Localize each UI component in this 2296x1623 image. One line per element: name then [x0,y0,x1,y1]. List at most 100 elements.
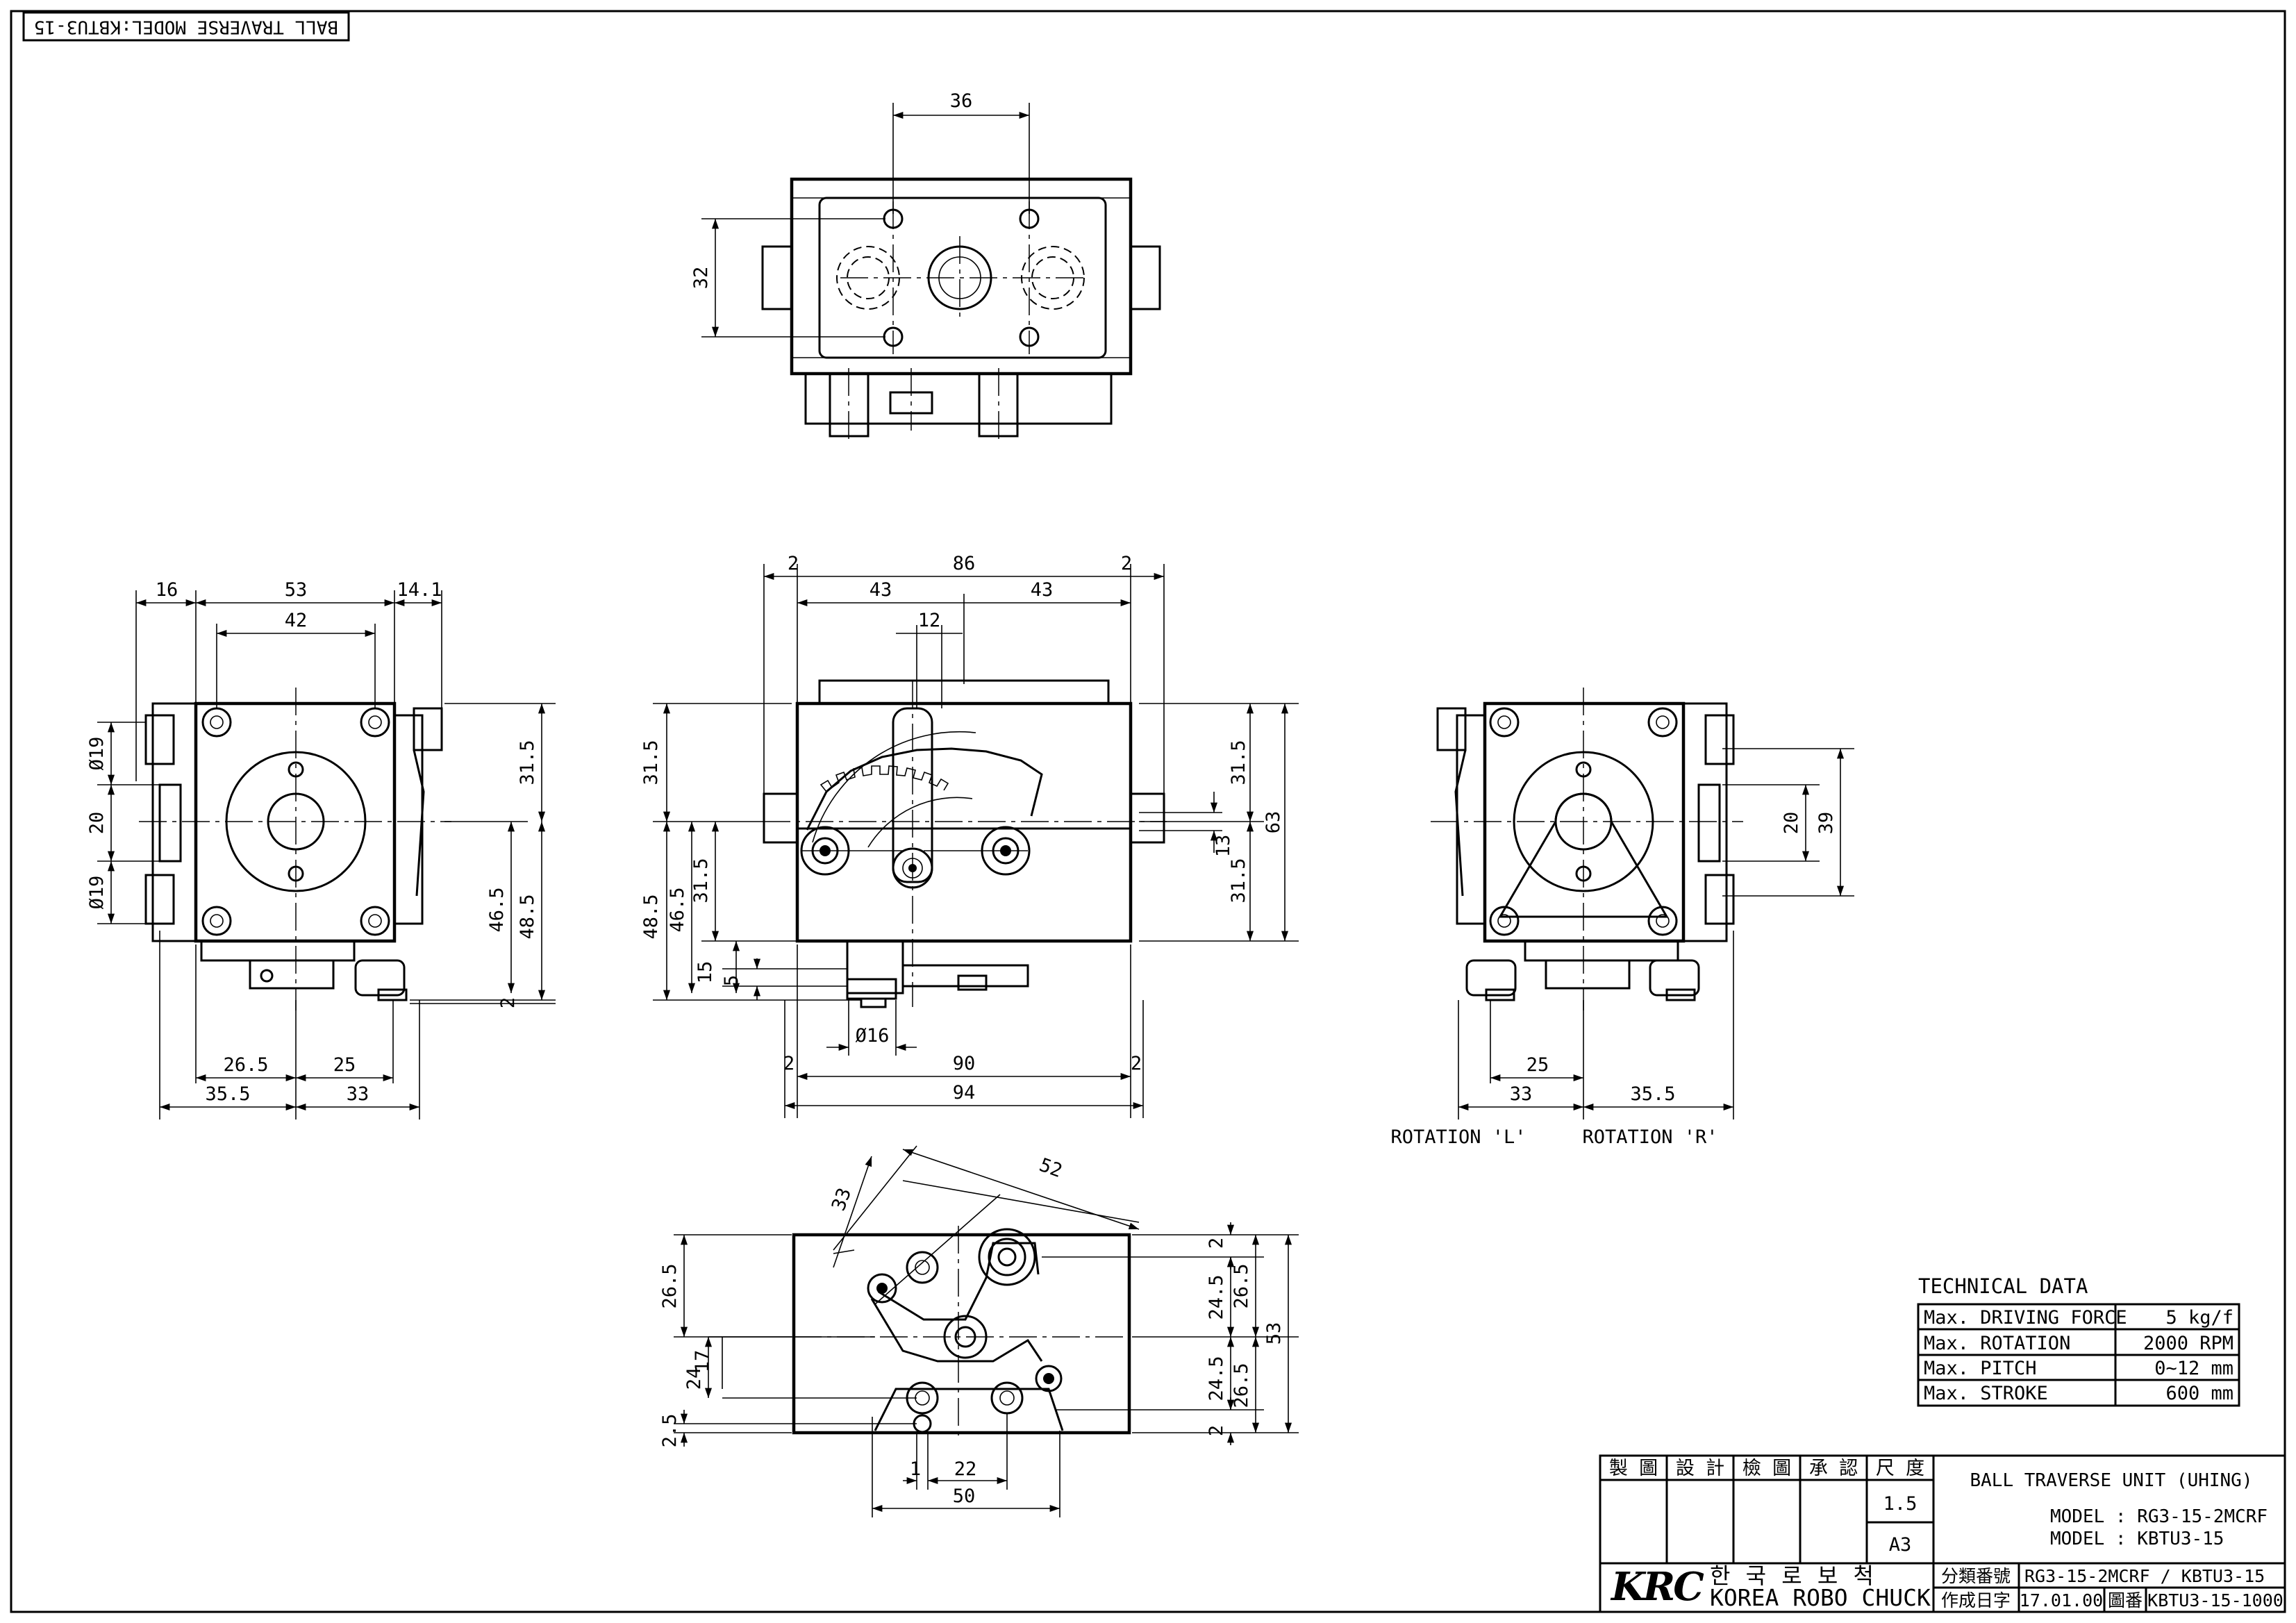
dim-left-b: 46.5 [667,887,688,932]
dim-right-gap: 2 [1121,553,1132,574]
dim-height: 32 [690,267,712,290]
dim-right-c-b: 26.5 [1231,1263,1252,1308]
dim-left-a: 48.5 [640,894,662,939]
company-korean: 한 국 로 보 척 [1710,1563,1878,1589]
dim-left-e: 5 [721,975,742,986]
dim-bottom-d-l: 33 [347,1083,369,1105]
dim-bottom-c-l: 35.5 [205,1083,250,1105]
dim-bottom-inner: 90 [953,1053,976,1074]
dim-half-right: 43 [1031,579,1054,601]
bottom-view-dims: 33 52 26.5 24 17 2.5 2 24.5 26.5 53 24.5 [659,1145,1299,1517]
company-english: KOREA ROBO CHUCK [1710,1584,1931,1611]
dim-top-a: 16 [156,579,178,601]
dim-pitch: 36 [950,90,973,112]
drawing-no-label: 圖番 [2108,1590,2143,1610]
left-view [139,688,451,1010]
dim-half-left: 43 [870,579,892,601]
header-checked: 檢 圖 [1742,1458,1791,1479]
dim-bottom-a-r: 25 [1526,1054,1549,1076]
dim-bore: Ø16 [856,1025,890,1047]
dim-outer-r: 39 [1815,812,1837,835]
dim-right-upper: 31.5 [1228,740,1249,785]
class-value: RG3-15-2MCRF / KBTU3-15 [2024,1566,2265,1586]
dim-dia-lower: Ø19 [86,876,108,910]
dim-right-b-b: 24.5 [1206,1274,1227,1320]
dim-right-d-b: 53 [1263,1322,1285,1345]
dim-right-lower: 31.5 [1228,858,1249,903]
header-scale: 尺 度 [1876,1458,1924,1479]
model-line-1: MODEL : RG3-15-2MCRF [2050,1506,2268,1527]
tech-row-value: 0~12 mm [2154,1358,2233,1379]
front-view [763,679,1167,1008]
model-line-2: MODEL : KBTU3-15 [2050,1529,2224,1549]
dim-bottom-c-r: 35.5 [1630,1083,1675,1105]
dim-top-b: 53 [285,579,308,601]
drawing-title: BALL TRAVERSE UNIT (UHING) [1970,1470,2253,1491]
dim-overall-top: 86 [953,553,976,574]
dim-right-c-l: 2 [497,997,519,1008]
dim-bottom-b-l: 25 [333,1054,356,1076]
tech-row-label: Max. DRIVING FORCE [1924,1307,2127,1329]
dim-left-c-b: 24 [683,1367,705,1390]
drawing-no-value: KBTU3-15-1000 [2147,1590,2283,1610]
dim-right-a-b: 2 [1206,1238,1227,1249]
top-view-dims: 36 32 [690,90,1030,338]
title-block: 製 圖 設 計 檢 圖 承 認 尺 度 1.5 A3 BALL TRAVERSE… [1599,1454,2286,1613]
dim-bottom-a-b: 1 [910,1458,921,1480]
dim-diag-b: 52 [1036,1154,1065,1182]
dim-left-d-b: 2.5 [659,1414,681,1448]
dim-right-f-b: 26.5 [1231,1363,1252,1408]
technical-data-title: TECHNICAL DATA [1918,1274,2088,1298]
dim-center: 12 [918,610,941,631]
rotation-left-label: ROTATION 'L' [1390,1126,1526,1148]
dim-top-c: 14.1 [397,579,442,601]
dim-diag-a: 33 [828,1185,856,1214]
dim-bottom-b-b: 22 [954,1458,977,1480]
header-drafted: 製 圖 [1609,1458,1658,1479]
dim-bottom-a-l: 26.5 [223,1054,268,1076]
technical-data-table: TECHNICAL DATA Max. DRIVING FORCE 5 kg/f… [1917,1274,2240,1407]
tech-row-label: Max. ROTATION [1924,1333,2070,1354]
dim-bottom-gap-right: 2 [1131,1053,1142,1074]
dim-right-b-l: 48.5 [517,894,538,939]
dim-bottom-b-r: 33 [1510,1083,1533,1105]
dim-right-upper-l: 31.5 [517,740,538,785]
header-approved: 承 認 [1809,1458,1858,1479]
tech-row-value: 600 mm [2165,1383,2233,1404]
tech-row-value: 5 kg/f [2165,1307,2233,1329]
right-view [1431,688,1743,1010]
dim-bottom-c-b: 50 [953,1485,976,1507]
date-label: 作成日字 [1941,1590,2011,1610]
date-value: 17.01.00 [2020,1590,2103,1610]
tech-row-label: Max. STROKE [1924,1383,2048,1404]
dim-left-upper: 31.5 [640,740,662,785]
header-label-box: BALL TRAVERSE MODEL:KBTU3-15 [22,11,350,42]
dim-left-gap: 2 [788,553,799,574]
dim-right-a-l: 46.5 [486,887,508,932]
dim-mid: 20 [86,812,108,835]
tech-row-label: Max. PITCH [1924,1358,2037,1379]
dim-right-e-b: 24.5 [1206,1356,1227,1401]
company-logo: KRC [1610,1564,1704,1610]
scale-value: 1.5 [1883,1493,1918,1515]
dim-left-a-b: 26.5 [659,1263,681,1308]
dim-bottom-gap-left: 2 [783,1053,795,1074]
dim-inner-r: 20 [1781,812,1802,835]
top-view [761,177,1161,444]
dim-dia-upper: Ø19 [86,737,108,771]
dim-right-total: 63 [1263,811,1284,834]
dim-left-c: 31.5 [690,858,712,903]
bottom-view [792,1180,1140,1441]
dim-right-g-b: 2 [1206,1425,1227,1436]
dim-bottom-total: 94 [953,1082,976,1104]
header-label: BALL TRAVERSE MODEL:KBTU3-15 [34,17,338,38]
front-view-dims: 86 2 2 43 43 12 31.5 31.5 63 13 31.5 48.… [640,553,1299,1118]
right-view-dims: 20 39 25 33 35.5 ROTATION 'L' ROTATION '… [1390,748,1854,1148]
sheet-size: A3 [1889,1534,1912,1556]
dim-right-mid: 13 [1213,835,1234,858]
header-designed: 設 計 [1676,1458,1724,1479]
tech-row-value: 2000 RPM [2143,1333,2233,1354]
rotation-right-label: ROTATION 'R' [1582,1126,1717,1148]
dim-inner: 42 [285,610,308,631]
